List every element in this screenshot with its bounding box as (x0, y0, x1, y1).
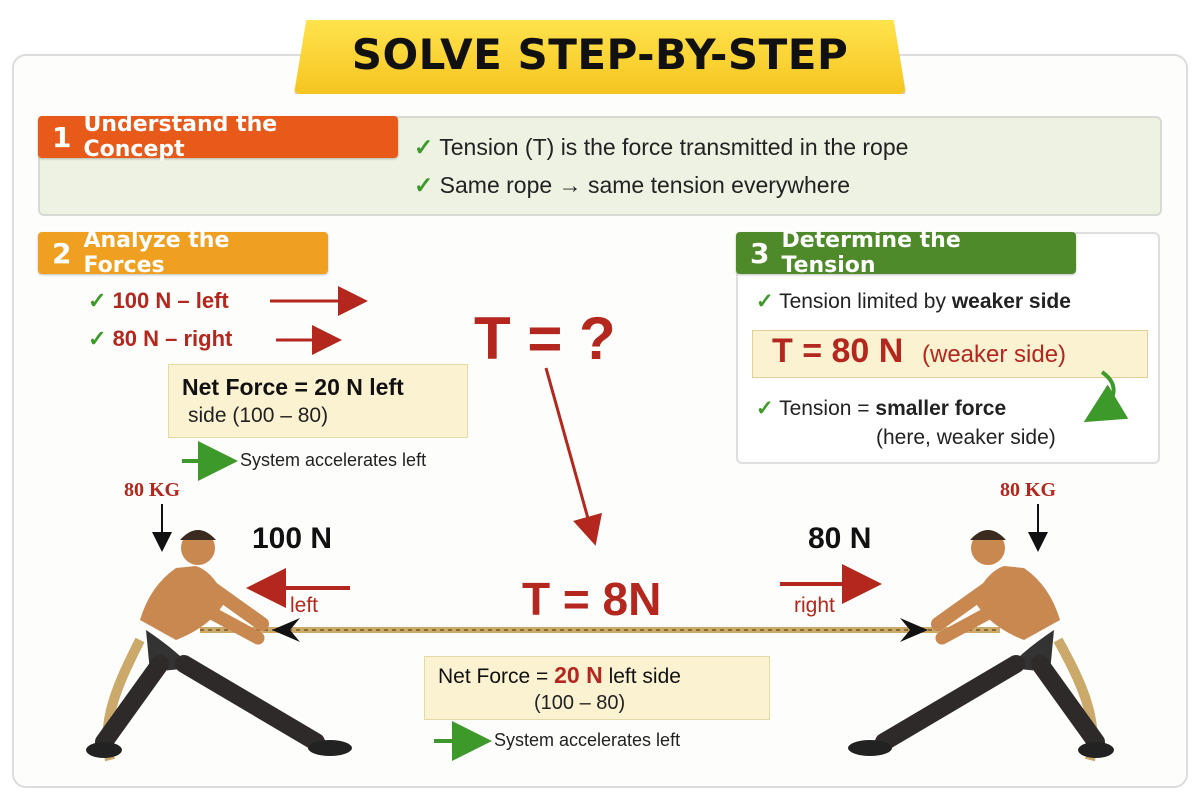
scene-acceleration-text: System accelerates left (494, 730, 681, 750)
left-force-label: 100 N (252, 522, 333, 555)
step1-label: Understand the Concept (83, 112, 278, 162)
tension-result-note: (weaker side) (922, 341, 1067, 368)
left-athlete-figure (86, 530, 352, 758)
step2-number: 2 (52, 236, 72, 270)
acceleration-text: System accelerates left (240, 450, 427, 470)
scene-net-force-text: Net Force = 20 N left side (438, 662, 681, 688)
step2-label: Analyze the Forces (83, 228, 230, 278)
tension-pointer-arrow (544, 367, 602, 546)
right-direction-label: right (794, 594, 835, 617)
check-icon: ✓ (88, 326, 107, 351)
rope-tension-arrowhead-right (900, 618, 928, 642)
check-icon: ✓ (414, 134, 434, 160)
step1-header: 1 Understand the Concept (38, 112, 398, 162)
force-right-item: ✓ 80 N – right (88, 326, 233, 351)
right-mass-label: 80 KG (1000, 479, 1057, 501)
page-title: SOLVE STEP-BY-STEP (351, 30, 849, 79)
net-force-text: Net Force = 20 N left (182, 374, 404, 400)
force-left-item: ✓ 100 N – left (88, 288, 229, 313)
unknown-tension: T = ? (474, 305, 616, 372)
rope-tension-arrowhead-left (272, 618, 300, 642)
right-athlete-figure (848, 530, 1114, 758)
tension-result: T = 80 N (772, 332, 904, 370)
step2-header: 2 Analyze the Forces (38, 228, 328, 278)
step3-point-1: ✓ Tension limited by weaker side (756, 290, 1071, 313)
curved-arrow-icon (1083, 370, 1129, 423)
step3-point-2-note: (here, weaker side) (876, 426, 1056, 449)
scene-net-force-calc: (100 – 80) (534, 692, 626, 714)
check-icon: ✓ (88, 288, 107, 313)
check-icon: ✓ (414, 172, 434, 198)
step1-number: 1 (52, 120, 72, 154)
net-force-box (168, 364, 468, 438)
step1-point-2: ✓ Same rope → same tension everywhere (414, 172, 851, 198)
title-banner (294, 20, 906, 94)
tension-result-box (752, 330, 1148, 378)
step1-point-1: ✓ Tension (T) is the force transmitted i… (414, 134, 909, 160)
right-force-label: 80 N (808, 522, 872, 555)
net-force-calc: side (100 – 80) (188, 404, 329, 427)
check-icon: ✓ (756, 397, 774, 420)
scene-net-force-box (424, 656, 770, 720)
step3-number: 3 (750, 236, 770, 270)
step3-label: Determine the Tension (781, 228, 961, 278)
left-mass-label: 80 KG (124, 479, 181, 501)
check-icon: ✓ (756, 290, 774, 313)
step1-panel (38, 116, 1162, 216)
step3-header: 3 Determine the Tension (736, 228, 1076, 278)
left-direction-label: left (290, 594, 319, 617)
step3-point-2: ✓ Tension = smaller force (756, 397, 1007, 420)
rope-tension-label: T = 8N (522, 573, 662, 625)
